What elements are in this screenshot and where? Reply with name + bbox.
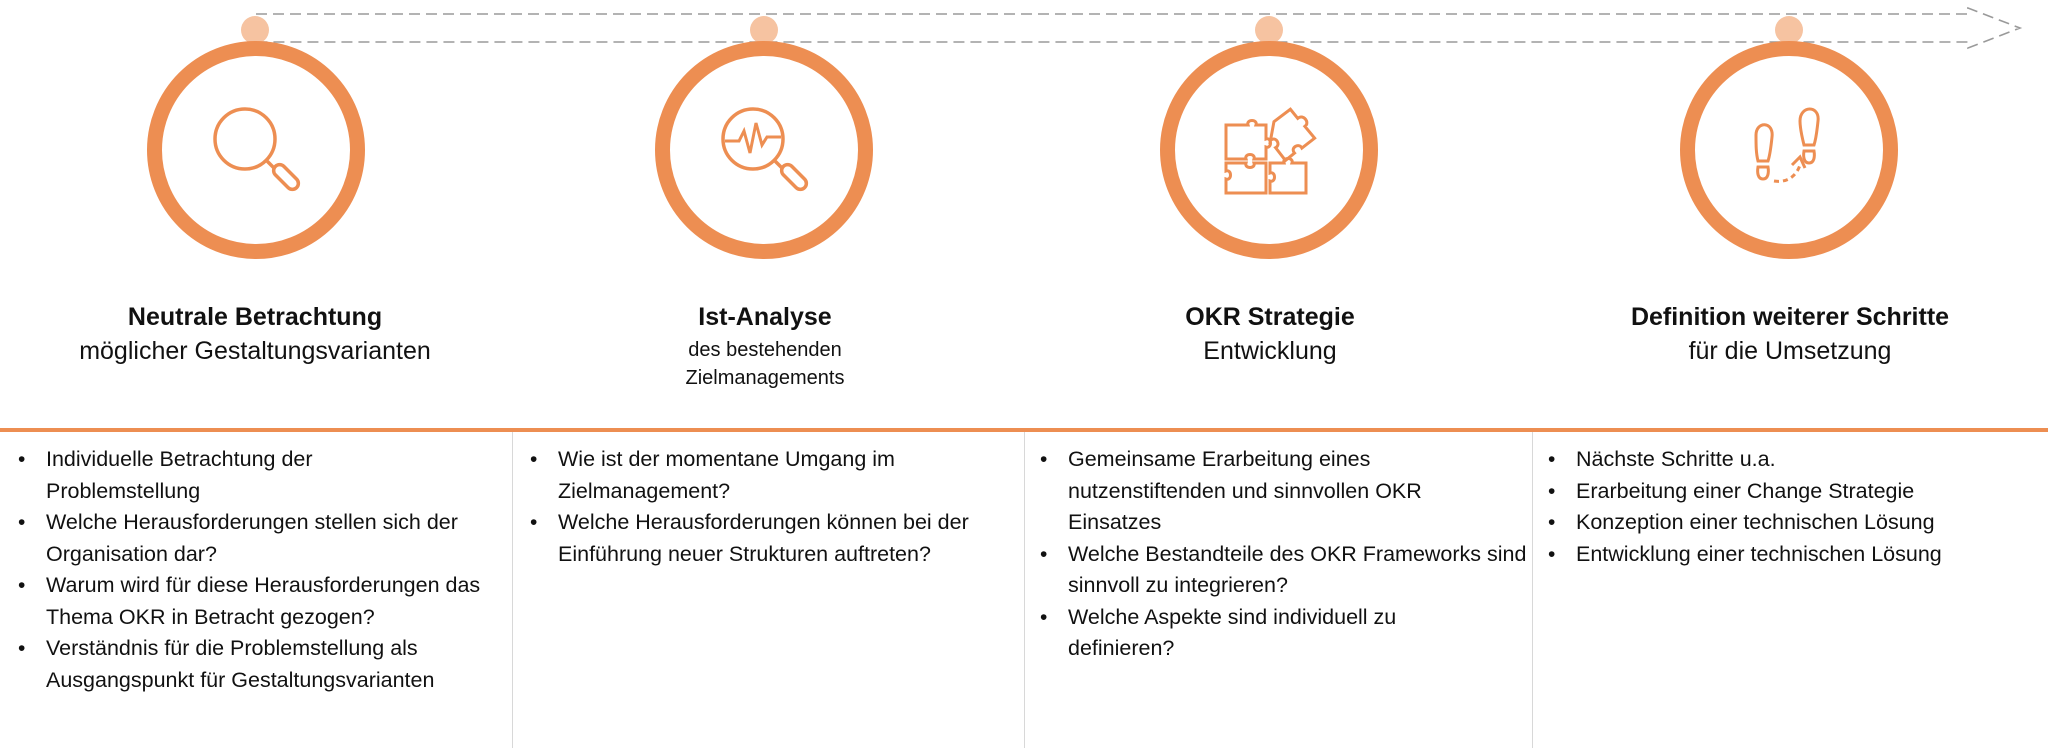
- step-2-title-sub: des bestehenden Zielmanagements: [685, 339, 845, 389]
- step-4-title-sub: für die Umsetzung: [1688, 337, 1892, 365]
- step-1-title-bold: Neutrale Betrachtung: [127, 303, 383, 331]
- bullet-item: Warum wird für diese Herausforderungen d…: [12, 570, 486, 633]
- step-2-title: Ist-Analyse des bestehenden Zielmanageme…: [560, 300, 970, 392]
- bullet-item: Individuelle Betrachtung der Problemstel…: [12, 444, 386, 507]
- step-2-circle: [655, 41, 873, 259]
- timeline-dot-1: [241, 16, 269, 44]
- timeline-dot-3: [1255, 16, 1283, 44]
- bullet-item: Nächste Schritte u.a.: [1542, 444, 2038, 476]
- puzzle-icon: [1224, 107, 1317, 195]
- step-4-title: Definition weiterer Schritte für die Ums…: [1560, 300, 2020, 368]
- bullet-item: Welche Bestandteile des OKR Frameworks s…: [1034, 539, 1538, 602]
- magnifier-icon: [213, 107, 301, 192]
- step-1-bullets: Individuelle Betrachtung der Problemstel…: [12, 444, 508, 696]
- bullet-item: Wie ist der momentane Umgang im Zielmana…: [524, 444, 978, 507]
- timeline-dot-2: [750, 16, 778, 44]
- bullet-item: Gemeinsame Erarbeitung eines nutzenstift…: [1034, 444, 1498, 539]
- column-divider-1: [512, 432, 513, 748]
- section-divider: [0, 428, 2048, 432]
- footsteps-icon: [1754, 107, 1820, 183]
- step-4-title-bold: Definition weiterer Schritte: [1630, 303, 1950, 331]
- timeline-arrow: [256, 6, 2023, 50]
- bullet-item: Entwicklung einer technischen Lösung: [1542, 539, 2038, 571]
- step-1-title-sub: möglicher Gestaltungsvarianten: [79, 337, 431, 365]
- timeline-dot-4: [1775, 16, 1803, 44]
- column-divider-2: [1024, 432, 1025, 748]
- step-3-title-sub: Entwicklung: [1203, 337, 1337, 365]
- step-1-circle: [147, 41, 365, 259]
- step-4-bullets: Nächste Schritte u.a. Erarbeitung einer …: [1542, 444, 2038, 570]
- step-1-title: Neutrale Betrachtung möglicher Gestaltun…: [40, 300, 470, 368]
- step-3-title: OKR Strategie Entwicklung: [1070, 300, 1470, 368]
- bullet-item: Welche Herausforderungen können bei der …: [524, 507, 1028, 570]
- bullet-item: Erarbeitung einer Change Strategie: [1542, 476, 2038, 508]
- step-4-circle: [1680, 41, 1898, 259]
- step-2-bullets: Wie ist der momentane Umgang im Zielmana…: [524, 444, 1020, 570]
- step-3-circle: [1160, 41, 1378, 259]
- bullet-item: Welche Aspekte sind individuell zu defin…: [1034, 602, 1488, 665]
- bullet-item: Welche Herausforderungen stellen sich de…: [12, 507, 486, 570]
- bullet-item: Verständnis für die Problemstellung als …: [12, 633, 516, 696]
- analysis-magnifier-icon: [721, 107, 809, 192]
- step-2-title-bold: Ist-Analyse: [698, 303, 832, 331]
- step-3-title-bold: OKR Strategie: [1185, 303, 1355, 331]
- step-3-bullets: Gemeinsame Erarbeitung eines nutzenstift…: [1034, 444, 1528, 665]
- bullet-item: Konzeption einer technischen Lösung: [1542, 507, 2038, 539]
